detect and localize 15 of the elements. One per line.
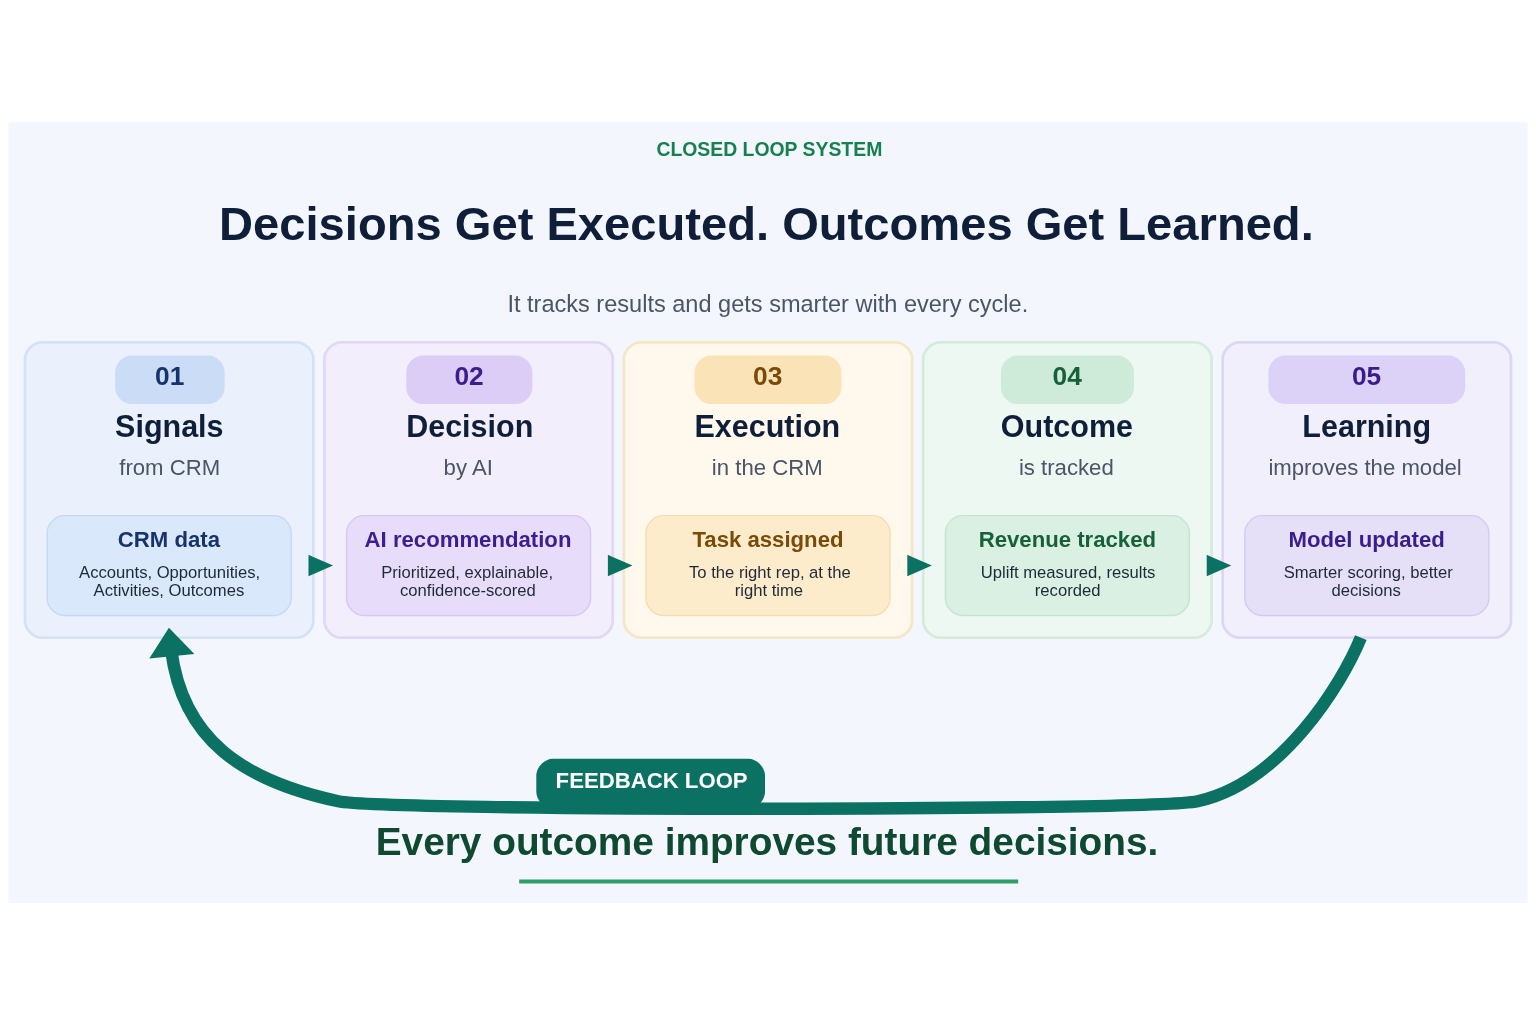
arrow <box>1206 554 1232 576</box>
arrow <box>907 554 932 576</box>
caption: Every outcome improves future decisions. <box>375 819 1159 863</box>
node-box: Revenue tracked Uplift measured, results recorded <box>944 514 1191 616</box>
node-box: AI recommendation Prioritized, explainable, confidence-scored <box>345 514 592 616</box>
node-box: Task assigned To the right rep, at the right time <box>645 514 891 616</box>
arrow <box>607 554 633 576</box>
node-box: Model updated Smarter scoring, better decisions <box>1244 514 1490 616</box>
node-box: CRM data Accounts, Opportunities, Activities, Outcomes <box>46 514 292 616</box>
edge-label: FEEDBACK LOOP <box>555 767 748 793</box>
label: It tracks results and gets smarter with every cycle. <box>507 290 1029 317</box>
diagram-title: Decisions Get Executed. Outcomes Get Learned. <box>219 196 1314 250</box>
arrow <box>308 554 334 576</box>
label: CLOSED LOOP SYSTEM <box>656 137 883 160</box>
arrow <box>149 627 1367 815</box>
